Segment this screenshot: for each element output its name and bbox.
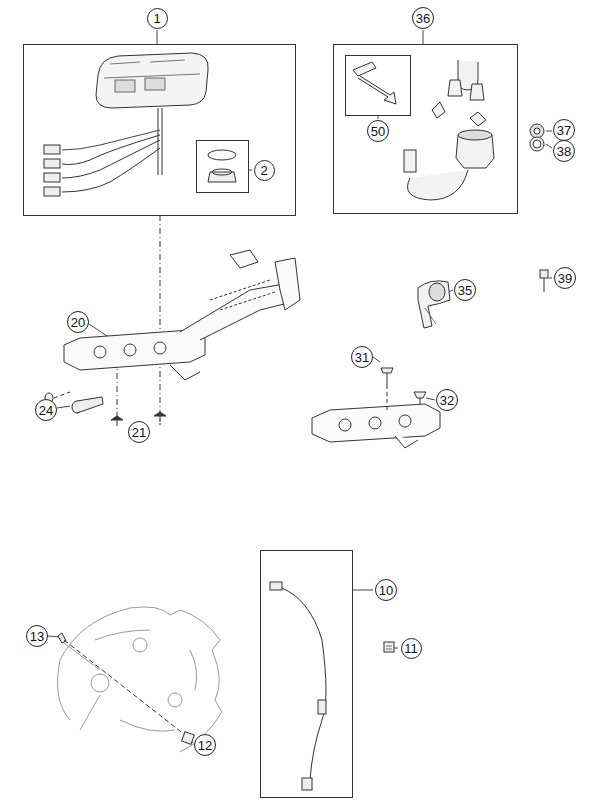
handlebar-switch <box>418 281 450 328</box>
callout-number: 31 <box>355 351 369 364</box>
callout-circle: 21 <box>128 421 150 443</box>
assembly-line <box>117 360 118 418</box>
callout-number: 24 <box>39 404 53 417</box>
callout-circle: 35 <box>454 279 476 301</box>
callout-number: 10 <box>379 584 393 597</box>
mounting-bracket <box>64 250 300 380</box>
callout-number: 1 <box>153 12 160 25</box>
callout-circle: 24 <box>35 399 57 421</box>
callout-number: 20 <box>71 316 85 329</box>
callout-circle: 37 <box>553 119 575 141</box>
callout-number: 2 <box>260 164 267 177</box>
callout-number: 11 <box>404 642 418 655</box>
instrument-cluster <box>44 53 236 196</box>
callout-number: 39 <box>558 272 572 285</box>
brake-disc <box>58 607 222 752</box>
callout-circle: 38 <box>553 140 575 162</box>
assembly-line <box>160 215 161 425</box>
callout-number: 32 <box>440 394 454 407</box>
sensor-cable <box>270 582 394 790</box>
callout-circle: 20 <box>67 311 89 333</box>
screw <box>58 633 194 744</box>
callout-number: 21 <box>132 426 146 439</box>
group-frame <box>197 141 249 193</box>
callout-circle: 2 <box>254 160 275 181</box>
group-frame <box>24 45 296 216</box>
screw <box>381 368 426 410</box>
leader-lines <box>48 30 552 743</box>
group-frame <box>261 551 353 798</box>
callout-circle: 13 <box>26 625 48 647</box>
ignition-lock <box>353 60 544 200</box>
callout-number: 13 <box>30 630 44 643</box>
key <box>540 270 548 292</box>
callout-number: 12 <box>198 739 212 752</box>
callout-circle: 32 <box>436 389 458 411</box>
group-frame <box>346 56 411 116</box>
mounting-bracket <box>312 404 440 448</box>
callout-number: 35 <box>458 284 472 297</box>
callout-number: 50 <box>371 125 385 138</box>
callout-circle: 31 <box>351 346 373 368</box>
callout-circle: 50 <box>367 120 389 142</box>
callout-circle: 36 <box>412 7 434 29</box>
callout-circle: 11 <box>401 638 422 659</box>
callout-circle: 10 <box>375 579 397 601</box>
callout-number: 36 <box>416 12 430 25</box>
group-frame <box>334 45 518 214</box>
callout-number: 38 <box>557 145 571 158</box>
callout-circle: 12 <box>194 734 216 756</box>
callout-number: 37 <box>557 124 571 137</box>
callout-circle: 39 <box>554 267 576 289</box>
callout-circle: 1 <box>147 8 168 29</box>
